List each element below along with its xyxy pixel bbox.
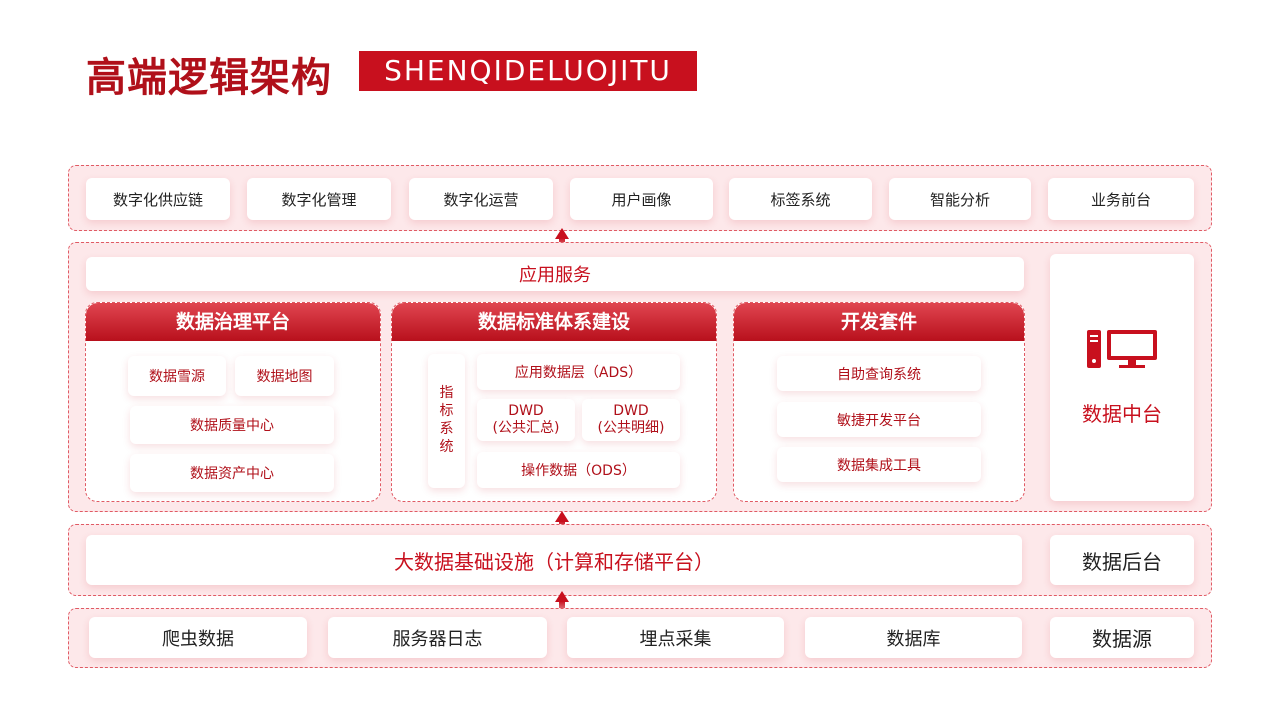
top-item-tag-system: 标签系统 bbox=[729, 178, 872, 220]
dwd-summary: DWD (公共汇总) bbox=[477, 399, 575, 441]
top-item-operations: 数字化运营 bbox=[409, 178, 553, 220]
top-item-smart-analysis: 智能分析 bbox=[889, 178, 1031, 220]
governance-item-map: 数据地图 bbox=[235, 356, 334, 396]
devkit-item-agile: 敏捷开发平台 bbox=[777, 402, 981, 437]
governance-item-asset: 数据资产中心 bbox=[130, 454, 334, 492]
governance-item-quality: 数据质量中心 bbox=[130, 406, 334, 444]
governance-title: 数据治理平台 bbox=[86, 303, 380, 341]
middle-platform-label: 数据中台 bbox=[1082, 402, 1162, 426]
backend-card: 数据后台 bbox=[1050, 535, 1194, 585]
page-title: 高端逻辑架构 bbox=[86, 55, 332, 101]
middle-platform-card: 数据中台 bbox=[1050, 254, 1194, 501]
top-item-business-front: 业务前台 bbox=[1048, 178, 1194, 220]
devkit-title: 开发套件 bbox=[734, 303, 1024, 341]
infra-bar: 大数据基础设施（计算和存储平台） bbox=[86, 535, 1022, 585]
dwd-detail: DWD (公共明细) bbox=[582, 399, 680, 441]
top-item-management: 数字化管理 bbox=[247, 178, 391, 220]
indicator-system-label: 指 标 系 统 bbox=[428, 354, 465, 488]
source-crawler: 爬虫数据 bbox=[89, 617, 307, 658]
app-service-bar: 应用服务 bbox=[86, 257, 1024, 291]
source-side-card: 数据源 bbox=[1050, 617, 1194, 658]
top-item-supply-chain: 数字化供应链 bbox=[86, 178, 230, 220]
page-subtitle: SHENQIDELUOJITU bbox=[359, 51, 697, 91]
devkit-item-query: 自助查询系统 bbox=[777, 356, 981, 391]
top-item-user-profile: 用户画像 bbox=[570, 178, 713, 220]
standard-title: 数据标准体系建设 bbox=[392, 303, 716, 341]
source-database: 数据库 bbox=[805, 617, 1022, 658]
devkit-item-integration: 数据集成工具 bbox=[777, 447, 981, 482]
governance-item-source: 数据雪源 bbox=[128, 356, 226, 396]
ods-layer: 操作数据（ODS） bbox=[477, 452, 680, 488]
computer-icon bbox=[1087, 330, 1157, 368]
ads-layer: 应用数据层（ADS） bbox=[477, 354, 680, 390]
source-tracking: 埋点采集 bbox=[567, 617, 784, 658]
source-server-log: 服务器日志 bbox=[328, 617, 547, 658]
